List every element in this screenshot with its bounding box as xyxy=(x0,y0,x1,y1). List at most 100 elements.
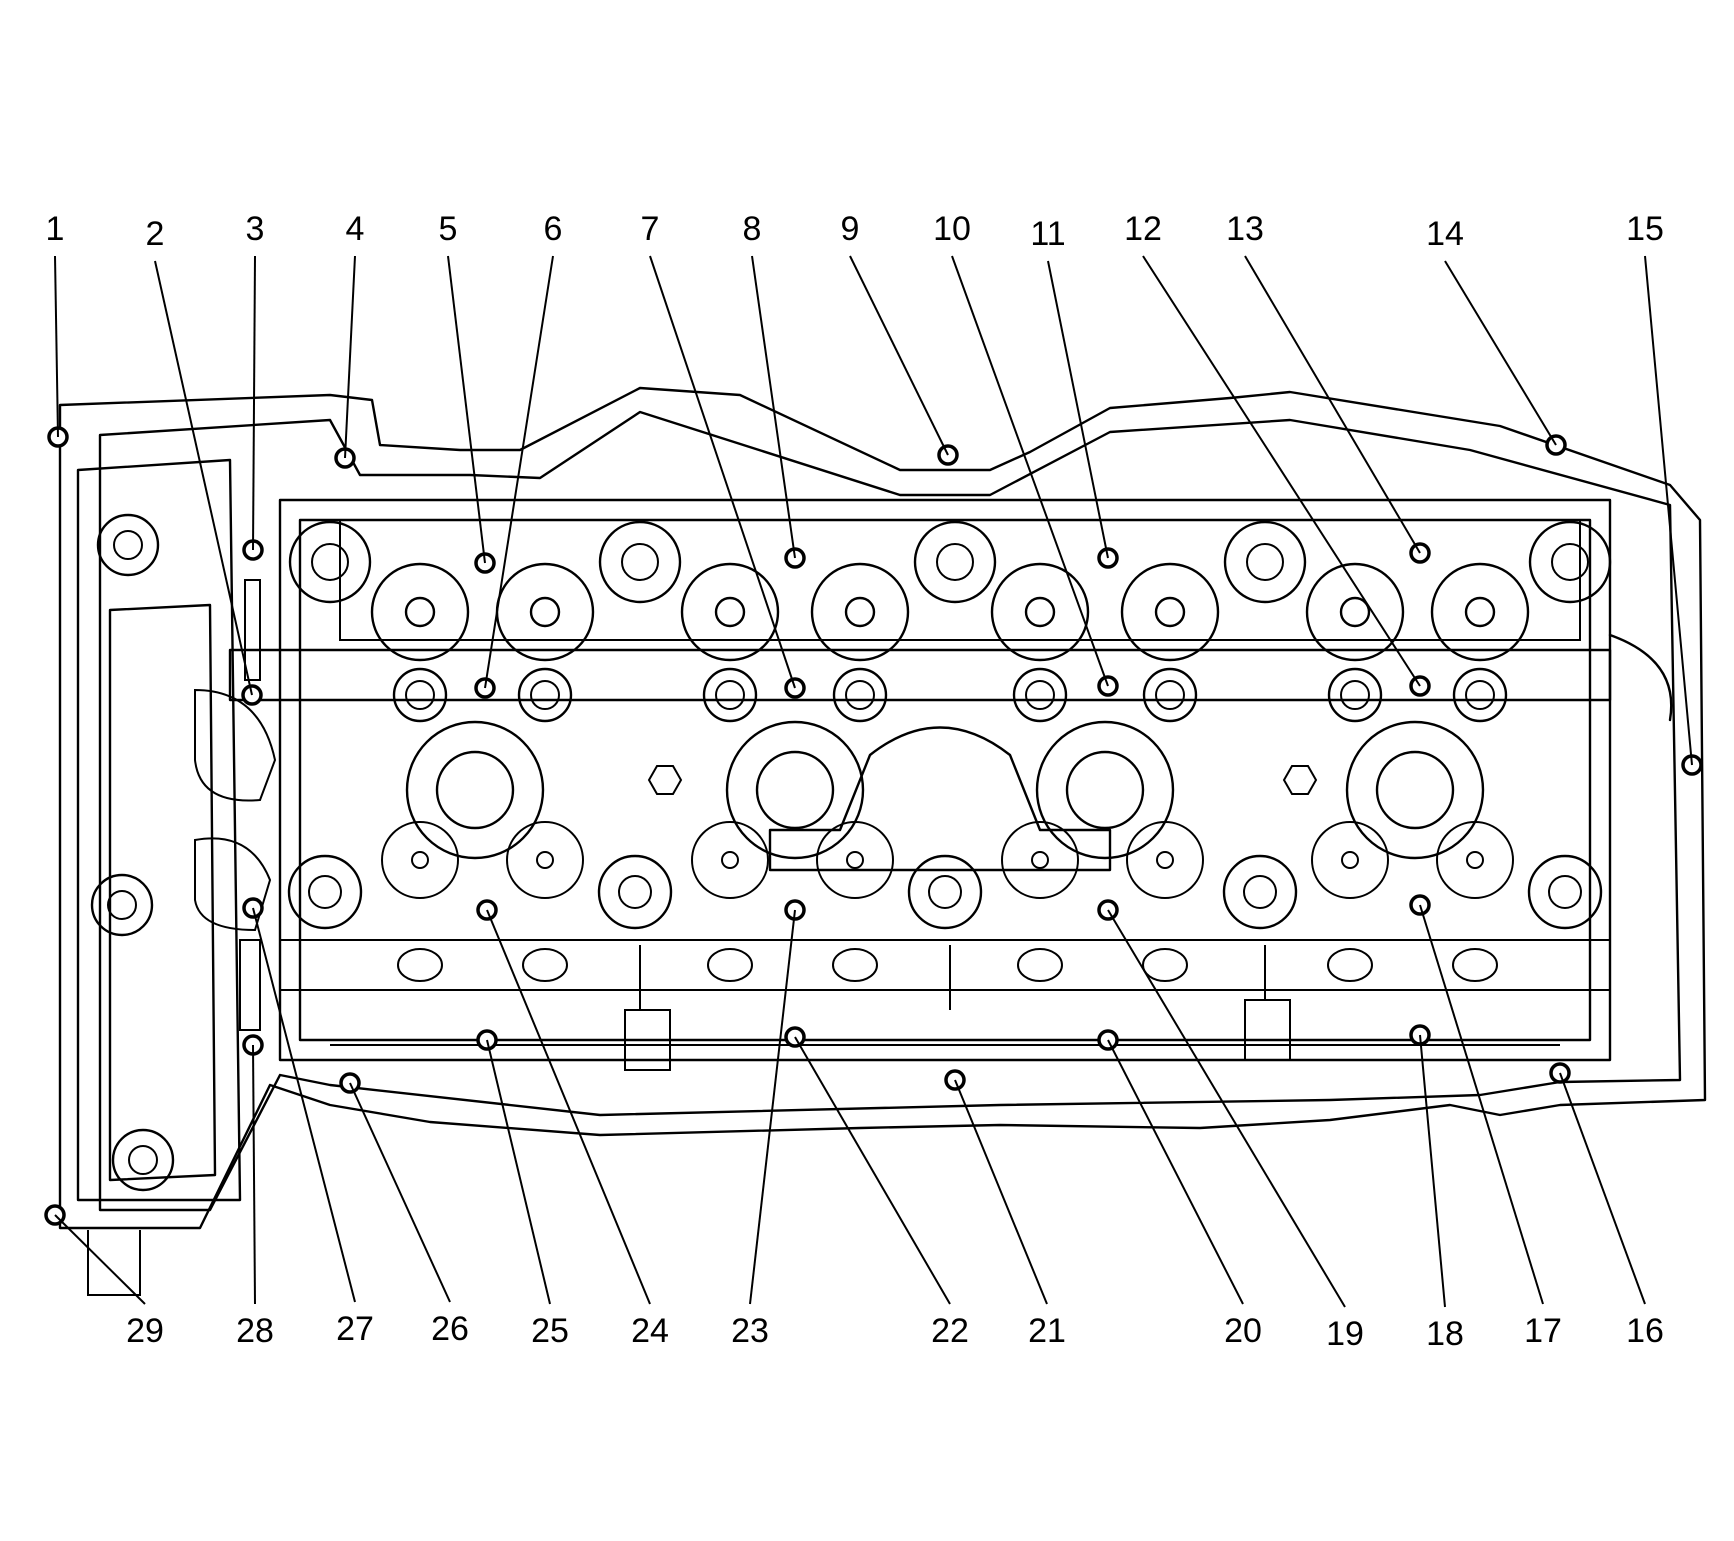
spark-plug-bore xyxy=(755,750,835,830)
cap-boss xyxy=(392,667,448,723)
cap-boss-bore xyxy=(1025,680,1055,710)
end-boss xyxy=(90,873,154,937)
callout-label-23: 23 xyxy=(731,1312,769,1350)
rail-slot xyxy=(1327,948,1373,982)
callout-label-21: 21 xyxy=(1028,1312,1066,1350)
lower-journal xyxy=(1001,821,1079,899)
cam-journal-bolt xyxy=(1464,596,1496,628)
cam-journal-bolt xyxy=(404,596,436,628)
callout-label-8: 8 xyxy=(743,210,762,248)
leader-line-20 xyxy=(1107,1039,1244,1305)
callout-label-14: 14 xyxy=(1426,215,1464,253)
rail-slot xyxy=(707,948,753,982)
upper-boss-bore xyxy=(311,543,349,581)
cap-boss-bore xyxy=(845,680,875,710)
lower-journal xyxy=(1311,821,1389,899)
spark-plug-well xyxy=(725,720,865,860)
upper-boss xyxy=(913,520,997,604)
rail-slot xyxy=(1452,948,1498,982)
cam-journal xyxy=(1120,562,1220,662)
cam-journal-bolt xyxy=(529,596,561,628)
cam-journal-bolt xyxy=(844,596,876,628)
upper-boss-bore xyxy=(1246,543,1284,581)
leader-line-19 xyxy=(1107,909,1346,1308)
leader-line-9 xyxy=(849,255,949,456)
cap-boss xyxy=(702,667,758,723)
lower-journal-hole xyxy=(1031,851,1049,869)
callout-label-6: 6 xyxy=(544,210,563,248)
leader-line-11 xyxy=(1047,260,1109,559)
lower-journal-hole xyxy=(1156,851,1174,869)
cap-boss-bore xyxy=(530,680,560,710)
upper-boss xyxy=(288,520,372,604)
lower-boss-bore xyxy=(1243,875,1277,909)
spark-plug-well xyxy=(405,720,545,860)
end-boss xyxy=(96,513,160,577)
lower-journal xyxy=(1436,821,1514,899)
rail-slot xyxy=(397,948,443,982)
end-boss-bore xyxy=(107,890,137,920)
lower-boss xyxy=(1527,854,1603,930)
lower-boss-bore xyxy=(618,875,652,909)
leader-line-17 xyxy=(1419,904,1544,1305)
cam-journal xyxy=(810,562,910,662)
callout-label-4: 4 xyxy=(346,210,365,248)
leader-line-15 xyxy=(1644,255,1693,766)
upper-boss xyxy=(1223,520,1307,604)
rail-slot xyxy=(1017,948,1063,982)
callout-label-25: 25 xyxy=(531,1312,569,1350)
callout-label-10: 10 xyxy=(933,210,971,248)
leader-line-28 xyxy=(252,1044,256,1305)
callout-label-7: 7 xyxy=(641,210,660,248)
rail-slot xyxy=(1142,948,1188,982)
callout-label-29: 29 xyxy=(126,1312,164,1350)
upper-boss-bore xyxy=(1551,543,1589,581)
callout-label-2: 2 xyxy=(146,215,165,253)
end-boss xyxy=(111,1128,175,1192)
lower-journal xyxy=(816,821,894,899)
lower-journal-hole xyxy=(536,851,554,869)
cap-boss-bore xyxy=(1340,680,1370,710)
cam-journal xyxy=(1305,562,1405,662)
end-boss-bore xyxy=(113,530,143,560)
callout-label-22: 22 xyxy=(931,1312,969,1350)
leader-line-6 xyxy=(484,255,554,689)
leader-line-8 xyxy=(751,255,796,559)
lower-boss xyxy=(597,854,673,930)
cap-boss xyxy=(1452,667,1508,723)
callout-label-5: 5 xyxy=(439,210,458,248)
lower-boss-bore xyxy=(928,875,962,909)
lower-boss-bore xyxy=(308,875,342,909)
upper-boss-bore xyxy=(936,543,974,581)
leader-line-5 xyxy=(447,255,486,564)
leader-line-18 xyxy=(1419,1034,1446,1308)
lower-boss xyxy=(1222,854,1298,930)
lower-journal-hole xyxy=(1466,851,1484,869)
cam-journal-bolt xyxy=(1154,596,1186,628)
cam-journal xyxy=(370,562,470,662)
cam-journal-bolt xyxy=(1339,596,1371,628)
lower-journal xyxy=(1126,821,1204,899)
upper-boss xyxy=(1528,520,1612,604)
spark-plug-bore xyxy=(435,750,515,830)
callout-label-3: 3 xyxy=(246,210,265,248)
callout-label-27: 27 xyxy=(336,1310,374,1348)
lower-boss xyxy=(287,854,363,930)
leader-line-16 xyxy=(1559,1072,1646,1305)
end-boss-bore xyxy=(128,1145,158,1175)
cam-journal-bolt xyxy=(1024,596,1056,628)
callout-label-20: 20 xyxy=(1224,1312,1262,1350)
lower-boss xyxy=(907,854,983,930)
leader-line-29 xyxy=(54,1214,146,1305)
callout-label-24: 24 xyxy=(631,1312,669,1350)
callout-label-11: 11 xyxy=(1030,215,1065,253)
leader-line-1 xyxy=(54,255,59,438)
cap-boss-bore xyxy=(715,680,745,710)
spark-plug-bore xyxy=(1065,750,1145,830)
lower-journal-hole xyxy=(411,851,429,869)
lower-journal-hole xyxy=(846,851,864,869)
spark-plug-well xyxy=(1345,720,1485,860)
callout-label-28: 28 xyxy=(236,1312,274,1350)
